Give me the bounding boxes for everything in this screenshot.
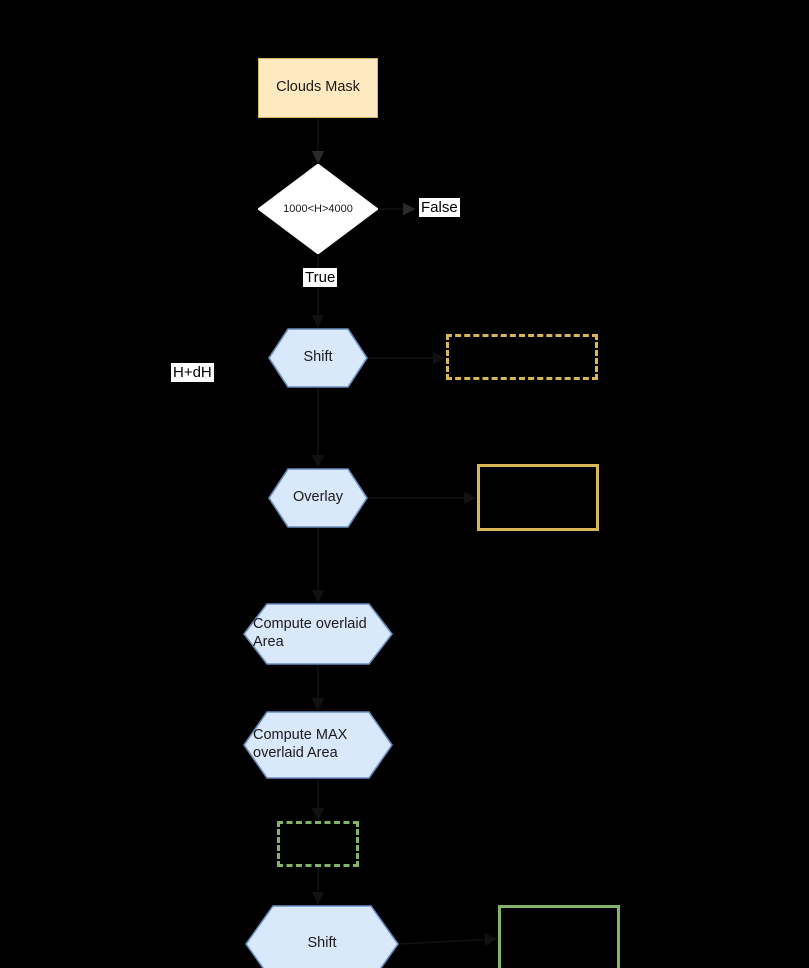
node-shifted-mask-placeholder[interactable] [446,334,598,380]
hexagon-shape [268,468,368,528]
node-height-decision[interactable]: 1000<H>4000 [258,164,378,254]
edge-label-true: True [303,268,338,288]
edge-label-h-plus-dh: H+dH [171,363,214,383]
node-clouds-mask[interactable]: Clouds Mask [258,58,378,118]
node-overlay[interactable]: Overlay [268,468,368,528]
hexagon-shape [243,603,393,665]
hexagon-shape [268,328,368,388]
node-clouds-mask-label: Clouds Mask [276,79,360,96]
hexagon-shape [245,905,399,968]
node-shift-2[interactable]: Shift [245,905,399,968]
decision-diamond-shape [258,164,378,254]
edge-label-false: False [419,198,460,218]
node-overlay-image[interactable] [477,464,599,531]
node-max-area-result[interactable] [277,821,359,867]
node-compute-overlaid-area[interactable]: Compute overlaid Area [243,603,393,665]
node-compute-max-overlaid-area[interactable]: Compute MAX overlaid Area [243,711,393,779]
hexagon-shape [243,711,393,779]
node-shift-1[interactable]: Shift [268,328,368,388]
node-final-image[interactable] [498,905,620,968]
